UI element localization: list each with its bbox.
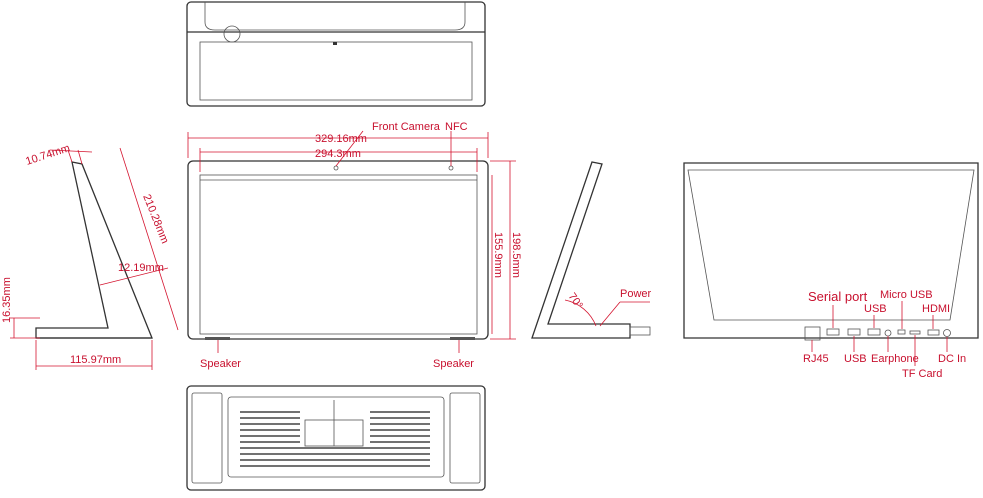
- top-thickness-dim: 10.74mm: [24, 142, 71, 168]
- right-side-view: 70° Power: [531, 161, 652, 339]
- nfc-label: NFC: [445, 121, 468, 133]
- speaker-right-icon: [450, 337, 475, 340]
- screen-height-dim: 155.9mm: [492, 232, 504, 278]
- base-depth-dim: 115.97mm: [70, 354, 121, 366]
- top-view: [186, 1, 486, 107]
- hdmi-label: HDMI: [922, 303, 950, 315]
- rear-view: Serial port Micro USB USB HDMI RJ45 USB …: [683, 162, 979, 380]
- base-height-dim: 16.35mm: [1, 277, 13, 323]
- tf-card-slot-icon: [909, 330, 921, 335]
- front-view: 329.16mm 294.3mm 198.5mm 155.9mm Front C…: [187, 121, 522, 370]
- earphone-jack-icon: [884, 329, 892, 337]
- nfc-icon: [448, 165, 454, 171]
- usb-top-label: USB: [864, 303, 887, 315]
- serial-port-label: Serial port: [808, 289, 868, 304]
- tf-card-label: TF Card: [902, 368, 942, 380]
- serial-port-icon: [826, 328, 840, 336]
- rj45-port-icon: [804, 326, 821, 341]
- front-camera-icon: [333, 165, 339, 171]
- dc-in-label: DC In: [938, 353, 966, 365]
- power-button-icon: [629, 326, 651, 336]
- power-label: Power: [620, 288, 652, 300]
- left-side-view: 10.74mm 210.28mm 12.19mm 16.35mm 115.97m…: [1, 142, 179, 370]
- panel-thickness-dim: 12.19mm: [118, 262, 164, 274]
- rj45-label: RJ45: [803, 353, 829, 365]
- vent-grille: [240, 411, 430, 467]
- micro-usb-port-icon: [897, 329, 906, 335]
- total-width-dim: 329.16mm: [315, 133, 367, 145]
- speaker-right-label: Speaker: [433, 358, 474, 370]
- dc-in-port-icon: [943, 329, 951, 337]
- bottom-view: [186, 385, 486, 491]
- usb-bottom-label: USB: [844, 353, 867, 365]
- panel-length-dim: 210.28mm: [140, 193, 171, 246]
- speaker-left-icon: [205, 337, 230, 340]
- usb-port-bottom-icon: [847, 328, 861, 336]
- front-camera-label: Front Camera: [372, 121, 441, 133]
- hdmi-port-icon: [927, 329, 940, 336]
- usb-port-top-icon: [867, 328, 881, 336]
- screen-width-dim: 294.3mm: [315, 148, 361, 160]
- micro-usb-label: Micro USB: [880, 289, 933, 301]
- total-height-dim: 198.5mm: [510, 232, 522, 278]
- earphone-label: Earphone: [871, 353, 919, 365]
- speaker-left-label: Speaker: [200, 358, 241, 370]
- tilt-angle-dim: 70°: [566, 291, 585, 312]
